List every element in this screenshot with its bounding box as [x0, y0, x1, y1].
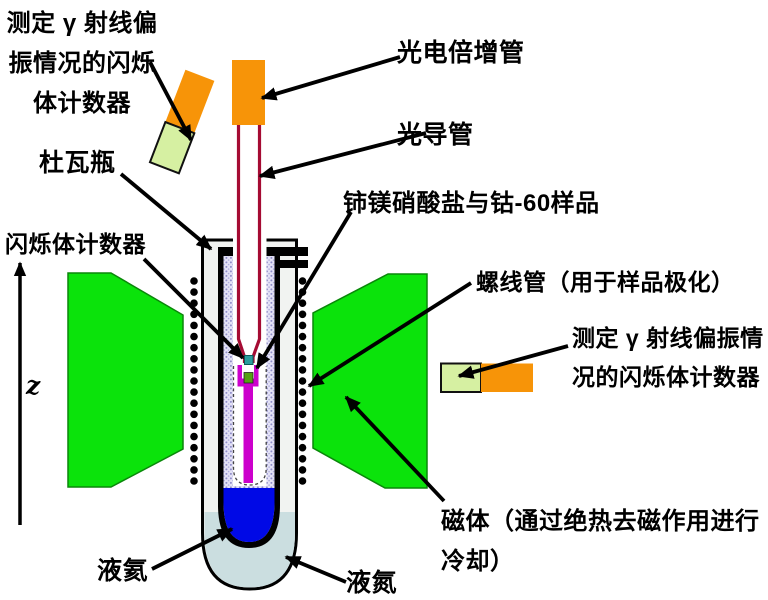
label-photomultiplier: 光电倍增管 — [397, 39, 525, 67]
photomultiplier-tube — [232, 60, 265, 125]
label-detector-top-left: 测定 γ 射线偏 振情况的闪烁 体计数器 — [2, 4, 162, 124]
detector-right-scintillator — [440, 362, 482, 393]
label-sample: 铈镁硝酸盐与钴-60样品 — [343, 190, 600, 217]
label-dewar: 杜瓦瓶 — [39, 149, 116, 177]
arrow-to-solenoid — [307, 281, 473, 388]
arrow-to-dewar — [119, 172, 213, 251]
label-detector-right-line2: 况的闪烁体计数器 — [572, 364, 760, 390]
inner-dewar-side-arm — [276, 260, 308, 268]
label-detector-top-left-line3: 体计数器 — [33, 90, 131, 117]
label-detector-right-line1: 测定 γ 射线偏振情 — [572, 325, 764, 351]
label-solenoid: 螺线管（用于样品极化） — [476, 269, 735, 295]
label-light-pipe: 光导管 — [397, 121, 474, 149]
magnet-right — [312, 273, 428, 489]
arrow-to-liquid-nitrogen — [284, 555, 347, 584]
scintillator-crystal — [244, 355, 254, 365]
label-detector-right: 测定 γ 射线偏振情 况的闪烁体计数器 — [572, 319, 768, 397]
label-detector-top-left-line2: 振情况的闪烁 — [8, 50, 156, 77]
arrow-to-photomultiplier — [260, 55, 401, 101]
sample-holder-rod — [243, 386, 253, 483]
label-scintillator-counter: 闪烁体计数器 — [5, 231, 146, 257]
arrow-to-light-pipe — [258, 131, 427, 179]
arrow-to-magnet — [344, 395, 446, 503]
cobalt-sample — [243, 372, 254, 384]
arrow-to-right-detector — [457, 344, 569, 379]
label-liquid-nitrogen: 液氮 — [346, 569, 398, 597]
solenoid-coil-left — [190, 277, 198, 485]
label-liquid-helium: 液氦 — [97, 557, 149, 585]
solenoid-coil-right — [298, 277, 307, 485]
arrow-to-tilted-detector — [148, 61, 193, 142]
label-z-axis: z — [26, 371, 41, 400]
arrow-to-scintillator — [142, 257, 245, 360]
liquid-helium — [223, 488, 275, 542]
magnet-left — [67, 272, 184, 488]
label-detector-top-left-line1: 测定 γ 射线偏 — [6, 10, 158, 37]
label-magnet-line1: 磁体（通过绝热去磁作用进行 — [441, 508, 760, 535]
label-magnet-line2: 冷却） — [441, 548, 515, 575]
label-magnet: 磁体（通过绝热去磁作用进行 冷却） — [441, 502, 760, 582]
arrow-to-sample — [255, 211, 353, 370]
arrow-to-liquid-helium — [151, 527, 234, 571]
